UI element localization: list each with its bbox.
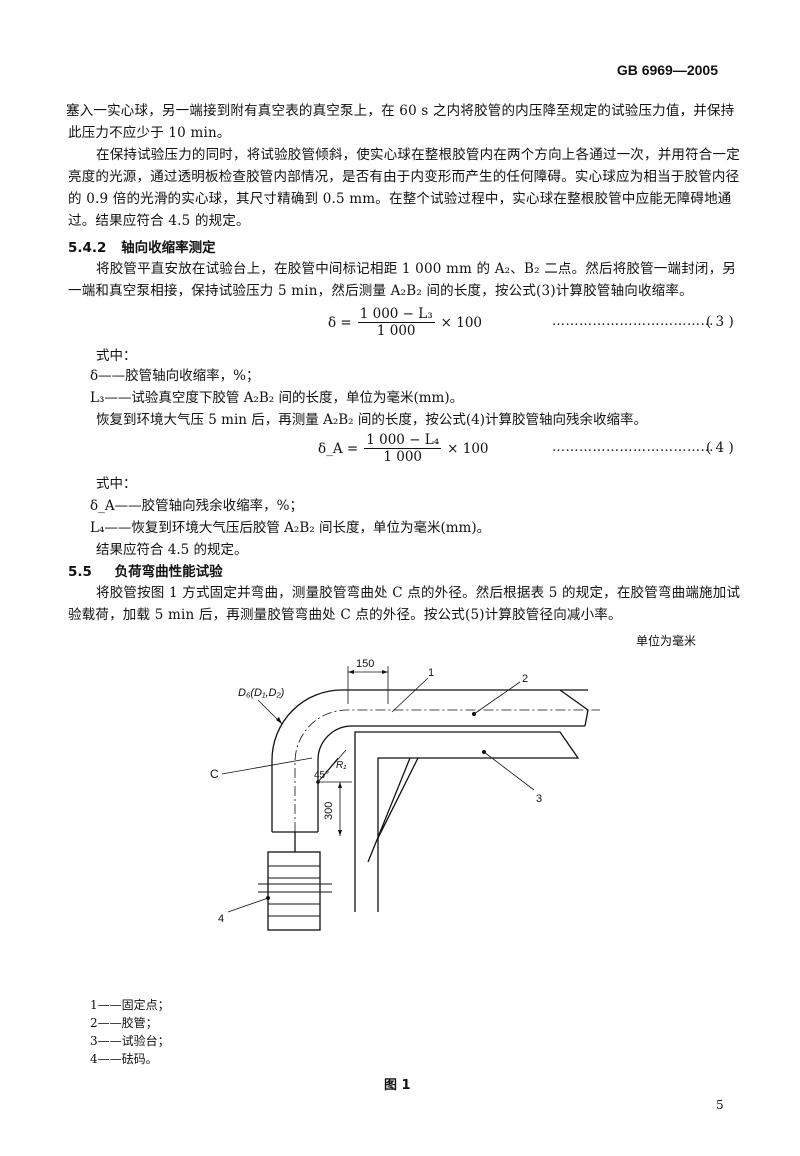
callout-3-leader — [483, 751, 535, 791]
legend-item-4: 4——砝码。 — [90, 1052, 158, 1066]
standard-number: GB 6969—2005 — [616, 62, 718, 78]
section-title: 负荷弯曲性能试验 — [114, 564, 223, 580]
paragraph-5: 将胶管按图 1 方式固定并弯曲，测量胶管弯曲处 C 点的外径。然后根据表 5 的… — [68, 585, 741, 623]
hose-outer-wall — [271, 689, 588, 832]
paragraph-3: 将胶管平直安放在试验台上，在胶管中间标记相距 1 000 mm 的 A₂、B₂ … — [68, 261, 736, 299]
where-label-1: 式中： — [96, 348, 137, 364]
formula-3-number: ( 3 ) — [706, 314, 734, 330]
hose-tip — [559, 689, 589, 727]
point-c-label: C — [210, 767, 219, 781]
paragraph-4: 恢复到环境大气压 5 min 后，再测量 A₂B₂ 间的长度，按公式(4)计算胶… — [96, 412, 647, 428]
formula-3-leader-dots: ……………………………… — [552, 314, 714, 329]
radius-line — [317, 749, 347, 783]
radius-label: R₁ — [336, 760, 346, 771]
section-5-5-heading: 5.5 负荷弯曲性能试验 — [68, 560, 223, 580]
dim-300-arrow-bottom — [338, 830, 342, 836]
section-number: 5.5 — [68, 564, 92, 580]
dim-150-arrow-left — [348, 670, 354, 674]
weight-block — [267, 851, 321, 931]
formula-3: δ = 1 000 − L₃ 1 000 × 100 — [328, 306, 482, 339]
dim-150-arrow-right — [382, 670, 388, 674]
section-5-4-2-heading: 5.4.2 轴向收缩率测定 — [68, 236, 216, 256]
section-title: 轴向收缩率测定 — [121, 240, 216, 256]
formula-3-multiplier: × 100 — [440, 314, 483, 331]
formula-4-fraction: 1 000 − L₄ 1 000 — [364, 432, 442, 465]
test-table — [354, 731, 580, 912]
formula-4-numerator: 1 000 − L₄ — [364, 432, 442, 449]
where-label-2: 式中： — [96, 476, 137, 492]
formula-3-lhs: δ = — [328, 314, 352, 331]
legend-item-3: 3——试验台； — [90, 1034, 170, 1048]
angle-label: 45° — [314, 770, 329, 781]
weight-grooves — [268, 865, 320, 917]
paragraph-2: 在保持试验压力的同时，将试验胶管倾斜，使实心球在整根胶管内在两个方向上各通过一次… — [68, 147, 740, 229]
hose-centerline — [294, 709, 600, 832]
hose-inner-wall — [317, 725, 585, 832]
definition-l4: L₄——恢复到环境大气压后胶管 A₂B₂ 间长度，单位为毫米(mm)。 — [90, 520, 491, 536]
callout-2: 2 — [522, 673, 528, 685]
callout-3: 3 — [536, 793, 542, 805]
table-brace — [367, 757, 419, 863]
legend-item-1: 1——固定点； — [90, 998, 170, 1012]
callout-3-dot — [482, 750, 486, 754]
unit-note: 单位为毫米 — [636, 634, 697, 648]
center-point — [316, 780, 320, 784]
formula-3-denominator: 1 000 — [376, 323, 416, 339]
callout-4-dot — [266, 896, 270, 900]
callout-1: 1 — [428, 667, 434, 679]
formula-4-multiplier: × 100 — [447, 440, 489, 457]
weight-break-lines — [258, 883, 332, 893]
legend-item-2: 2——胶管； — [90, 1016, 158, 1030]
callout-1-leader — [391, 677, 429, 713]
callout-4-leader — [227, 897, 269, 913]
formula-3-numerator: 1 000 − L₃ — [357, 306, 435, 323]
page-number: 5 — [716, 1098, 724, 1112]
result-statement: 结果应符合 4.5 的规定。 — [96, 542, 248, 558]
formula-4-leader-dots: ……………………………… — [552, 440, 714, 455]
formula-4: δ_A = 1 000 − L₄ 1 000 × 100 — [318, 432, 489, 465]
callout-2-leader — [473, 681, 521, 715]
definition-delta-a: δ_A——胶管轴向残余收缩率，%； — [90, 498, 303, 514]
diameter-label: D₆(D₁,D₂) — [238, 687, 285, 699]
callout-2-dot — [472, 712, 476, 716]
formula-4-number: ( 4 ) — [706, 440, 734, 456]
formula-4-denominator: 1 000 — [383, 449, 423, 465]
formula-3-fraction: 1 000 − L₃ 1 000 — [357, 306, 435, 339]
paragraph-1: 塞入一实心球，另一端接到附有真空表的真空泵上，在 60 s 之内将胶管的内压降至… — [66, 103, 735, 141]
dim-150-label: 150 — [356, 658, 374, 670]
figure-caption: 图 1 — [384, 1078, 411, 1093]
formula-4-lhs: δ_A = — [318, 440, 359, 457]
diameter-arrow — [276, 717, 282, 724]
c-leader — [221, 757, 313, 775]
dim-300-arrow-top — [338, 782, 342, 788]
definition-l3: L₃——试验真空度下胶管 A₂B₂ 间的长度，单位为毫米(mm)。 — [90, 390, 464, 406]
section-number: 5.4.2 — [68, 240, 107, 256]
dim-300-label: 300 — [323, 802, 335, 820]
definition-delta: δ——胶管轴向收缩率，%； — [90, 368, 260, 384]
callout-4: 4 — [218, 913, 224, 925]
